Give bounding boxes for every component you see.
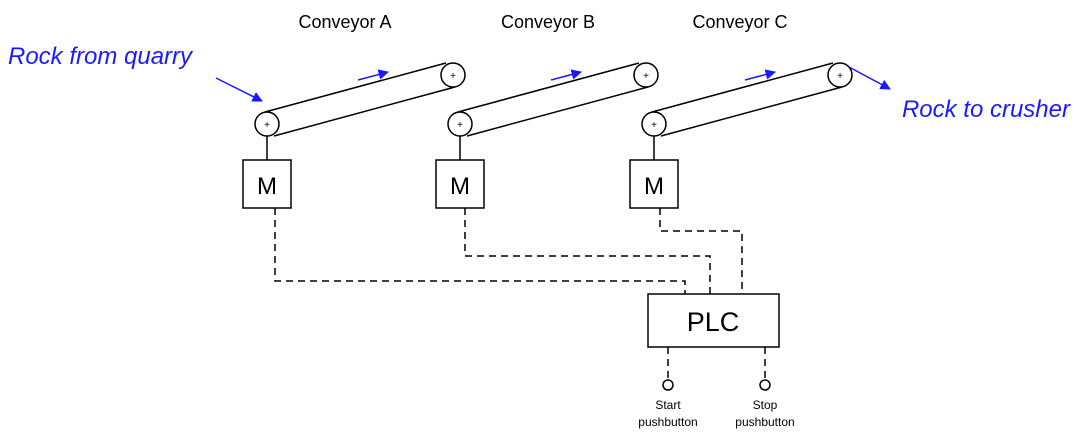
motor-b: M <box>435 159 485 209</box>
svg-text:+: + <box>651 120 657 131</box>
svg-text:M: M <box>644 173 664 200</box>
svg-text:+: + <box>643 71 649 82</box>
conveyor-b-label: Conveyor B <box>501 12 595 32</box>
start-pushbutton: Start pushbutton <box>638 379 698 429</box>
svg-text:+: + <box>837 71 843 82</box>
svg-text:pushbutton: pushbutton <box>638 415 697 429</box>
conveyor-a: + + <box>254 62 466 160</box>
motor-c: M <box>629 159 679 209</box>
conveyor-c: + + <box>641 62 853 160</box>
svg-text:Stop: Stop <box>753 398 778 412</box>
stop-pushbutton: Stop pushbutton <box>735 379 795 429</box>
svg-text:+: + <box>264 120 270 131</box>
svg-text:PLC: PLC <box>687 307 740 337</box>
conveyor-c-flow-arrow <box>744 69 777 81</box>
input-label: Rock from quarry <box>8 43 194 70</box>
conveyor-a-label: Conveyor A <box>298 12 391 32</box>
conveyor-a-flow-arrow <box>357 69 390 81</box>
output-label: Rock to crusher <box>902 96 1071 123</box>
conveyor-b: + + <box>447 62 659 160</box>
plc-box: PLC <box>647 293 780 348</box>
svg-text:pushbutton: pushbutton <box>735 415 794 429</box>
svg-text:+: + <box>457 120 463 131</box>
input-flow-arrow <box>215 77 263 102</box>
svg-text:Start: Start <box>655 398 681 412</box>
signal-wiring <box>274 208 766 378</box>
conveyor-b-flow-arrow <box>550 69 583 81</box>
svg-text:M: M <box>257 173 277 200</box>
motor-a: M <box>242 159 292 209</box>
svg-text:M: M <box>450 173 470 200</box>
conveyor-c-label: Conveyor C <box>692 12 787 32</box>
output-flow-arrow <box>848 66 891 90</box>
svg-text:+: + <box>450 71 456 82</box>
